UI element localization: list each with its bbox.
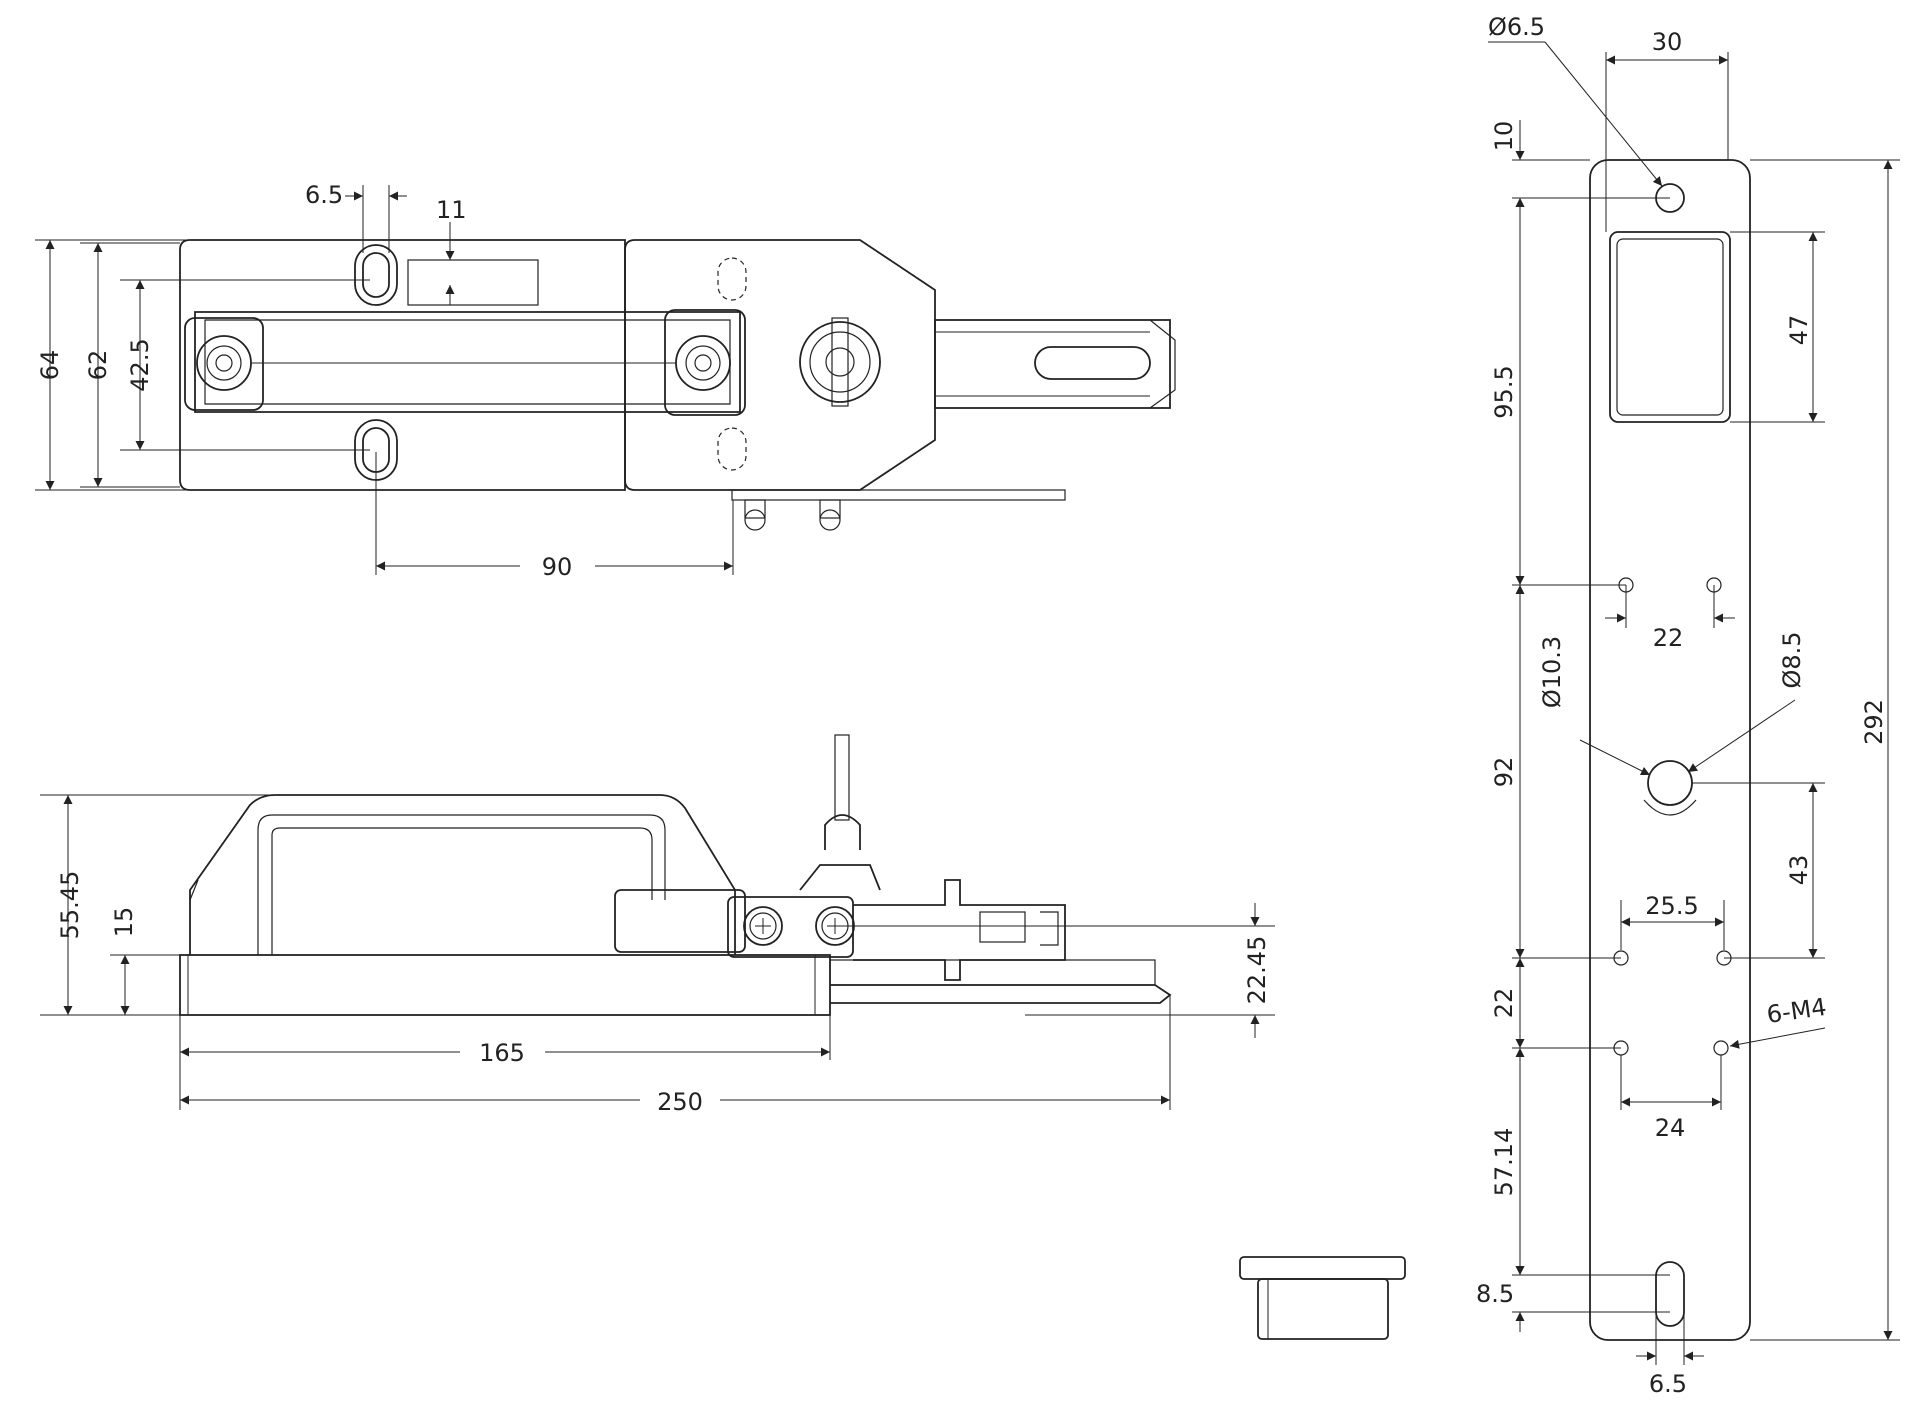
dim-top-slot-height: 11 xyxy=(436,196,467,224)
dim-side-base-length: 165 xyxy=(479,1039,525,1067)
lock-cylinder xyxy=(799,321,881,403)
screw-icon xyxy=(743,906,783,946)
dim-plate-lock-hole-inner: Ø8.5 xyxy=(1778,631,1806,688)
slot-top xyxy=(354,244,398,306)
bottom-slot xyxy=(1655,1261,1685,1327)
plate-view: Ø6.5 30 10 47 95.5 22 Ø10.3 Ø8.5 xyxy=(1476,13,1900,1398)
dim-plate-slot-length: 8.5 xyxy=(1476,1280,1514,1308)
dim-plate-dist-1: 95.5 xyxy=(1490,365,1518,418)
bolt-right xyxy=(664,309,746,416)
dim-plate-lock-hole-outer: Ø10.3 xyxy=(1538,636,1566,708)
lock-hole xyxy=(1647,760,1693,806)
dim-side-stroke: 22.45 xyxy=(1243,936,1271,1005)
dim-top-plate-height: 62 xyxy=(84,350,112,381)
dim-side-overall-height: 55.45 xyxy=(56,871,84,940)
dim-side-overall-length: 250 xyxy=(657,1088,703,1116)
dim-top-bolt-spacing: 42.5 xyxy=(126,338,154,391)
dim-plate-dist-3: 22 xyxy=(1490,988,1518,1019)
strike-plate xyxy=(1589,159,1751,1341)
dim-plate-hole-spacing-3: 24 xyxy=(1655,1114,1686,1142)
dim-plate-window-height: 47 xyxy=(1785,315,1813,346)
bolt-left xyxy=(184,317,264,411)
dim-plate-dist-4: 57.14 xyxy=(1490,1128,1518,1197)
plate-window xyxy=(1609,231,1731,423)
dim-plate-overall-length: 292 xyxy=(1860,699,1888,745)
dim-top-overall-height: 64 xyxy=(36,350,64,381)
side-view: 55.45 15 22.45 165 250 xyxy=(40,734,1275,1116)
dim-plate-window-width: 30 xyxy=(1652,28,1683,56)
dim-plate-slot-width: 6.5 xyxy=(1649,1370,1687,1398)
dim-side-base-height: 15 xyxy=(110,907,138,938)
dim-plate-lock-offset: 43 xyxy=(1785,855,1813,886)
dim-plate-top-hole: Ø6.5 xyxy=(1488,13,1545,41)
dim-plate-thread-note: 6-M4 xyxy=(1765,993,1828,1029)
top-view: 6.5 11 64 62 42.5 90 xyxy=(35,181,1176,581)
dim-plate-top-offset: 10 xyxy=(1490,121,1518,152)
dim-plate-dist-2: 92 xyxy=(1490,757,1518,788)
dim-top-slot-width: 6.5 xyxy=(305,181,343,209)
dim-plate-hole-spacing-2: 25.5 xyxy=(1645,892,1698,920)
cap-part xyxy=(1239,1256,1406,1340)
dim-top-slot-pitch: 90 xyxy=(542,553,573,581)
bolt-tongue xyxy=(934,319,1171,409)
dim-plate-hole-spacing-1: 22 xyxy=(1653,624,1684,652)
side-base xyxy=(179,954,831,1016)
